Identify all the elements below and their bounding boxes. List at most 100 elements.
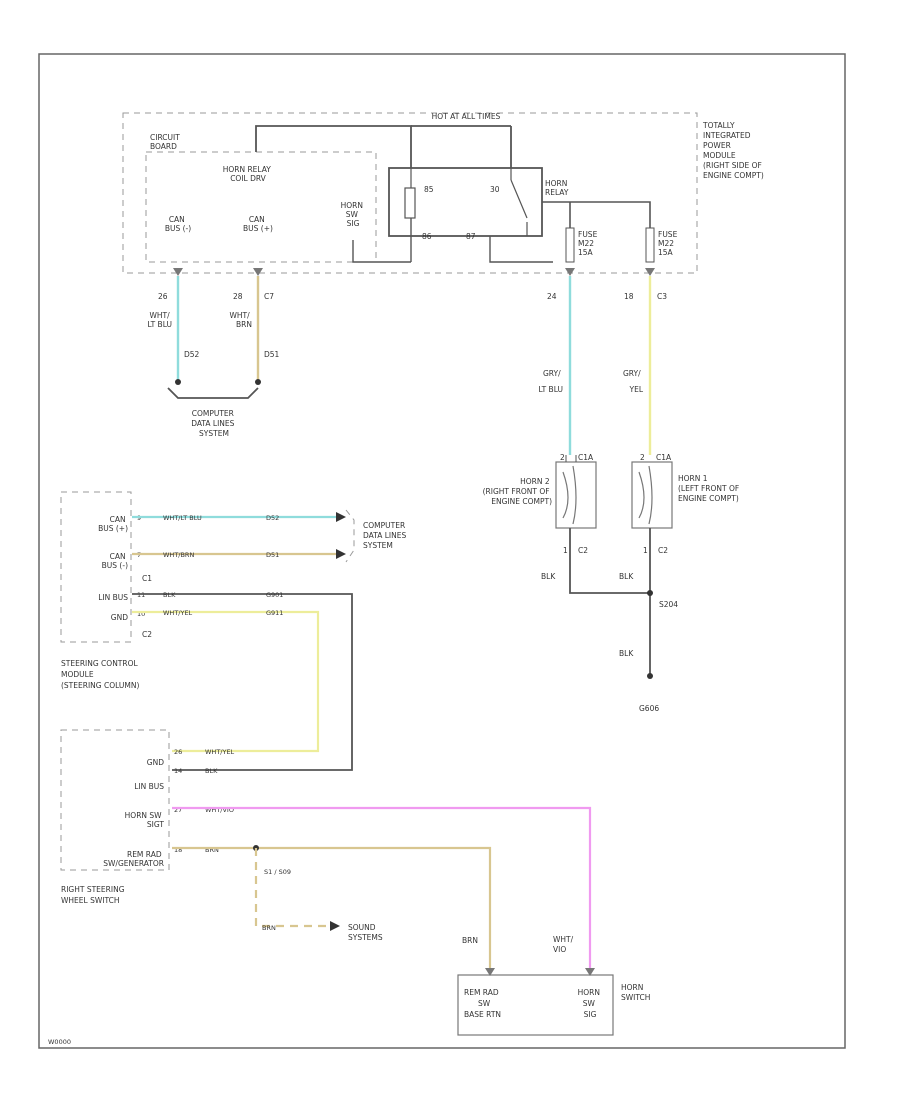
horn-1-pin-1: 1 — [643, 546, 648, 555]
tipm-pin-18: 18 — [624, 292, 634, 301]
horn-switch-rem-label: REM RAD SW BASE RTN — [464, 988, 501, 1019]
conn-marker-3 — [565, 268, 575, 276]
horn-switch-box — [457, 974, 614, 1036]
wire-w2-circuit: D51 — [264, 350, 280, 359]
relay-coil — [404, 187, 416, 219]
ground-g606-dot — [647, 673, 653, 679]
relay-out-loop — [489, 236, 553, 263]
wire-w1-label: WHT/ LT BLU — [147, 311, 172, 329]
tipm-conn-c3: C3 — [657, 292, 667, 301]
rsws-lin-bus-label: LIN BUS — [134, 782, 164, 791]
horn-relay-box — [388, 167, 543, 237]
horn-1-pin-2: 2 — [640, 453, 645, 462]
scm-conn-c2: C2 — [142, 630, 152, 639]
circuit-board-outline — [145, 151, 377, 263]
rsws-wire-5-label: BRN — [262, 924, 276, 932]
horn-2-pin-1: 1 — [563, 546, 568, 555]
horn-switch-brn-label: BRN — [462, 936, 478, 945]
rsws-pin-14: 14 — [174, 767, 182, 775]
hot-bus — [255, 125, 412, 168]
cdl-top-dot-2 — [255, 379, 261, 385]
conn-marker-1 — [173, 268, 183, 276]
scm-wire-1-label: WHT/LT BLU — [163, 514, 202, 522]
cdl-top-dot-1 — [175, 379, 181, 385]
tipm-outline — [122, 112, 698, 274]
hot-label: HOT AT ALL TIMES — [432, 112, 501, 121]
rsws-horn-sw-label: HORN SW SIGT — [125, 811, 165, 829]
wire-w3-label: GRY/ LT BLU — [538, 369, 563, 394]
rsws-wire-3-label: WHT/VIO — [205, 806, 234, 814]
horn-2-conn-a: C1A — [578, 453, 594, 462]
scm-wire-2-circuit: D51 — [266, 551, 279, 559]
conn-marker-2 — [253, 268, 263, 276]
tipm-description: TOTALLY INTEGRATED POWER MODULE (RIGHT S… — [702, 121, 764, 180]
rsws-gnd-label: GND — [147, 758, 164, 767]
relay-to-fuses — [542, 201, 651, 228]
scm-wire-4-label: WHT/YEL — [163, 609, 193, 617]
scm-wire-3-label: BLK — [163, 591, 176, 599]
fuse-1 — [565, 227, 575, 263]
rsws-pin-27: 27 — [174, 806, 182, 814]
horn-1-conn-a: C1A — [656, 453, 672, 462]
rsws-pin-18: 18 — [174, 846, 182, 854]
wire-wht-vio — [172, 806, 592, 970]
horn-gnd-wire-label-lower: BLK — [619, 649, 634, 658]
horn-switch-marker-1 — [485, 968, 495, 976]
can-plus-label: CAN BUS (+) — [243, 215, 273, 233]
cdl-top-label: COMPUTER DATA LINES SYSTEM — [191, 409, 237, 438]
sound-arrow — [330, 921, 340, 931]
rsws-wire-2-label: BLK — [205, 767, 218, 775]
wire-brn-remote — [172, 846, 492, 970]
circuit-board-label: CIRCUIT BOARD — [150, 133, 182, 151]
pin-85: 85 — [424, 185, 434, 194]
horn-2-ground-wire — [569, 528, 650, 594]
horn-1-conn-b: C2 — [658, 546, 668, 555]
horn-1-shape — [638, 465, 653, 525]
horn-2-shape — [562, 465, 577, 525]
scm-name: STEERING CONTROL MODULE (STEERING COLUMN… — [61, 659, 140, 690]
diagram-frame — [38, 53, 846, 1049]
ground-g606-label: G606 — [639, 704, 659, 713]
horn-2 — [555, 455, 597, 529]
wire-scm-gnd — [132, 610, 320, 753]
rsws-wire-1-label: WHT/YEL — [205, 748, 235, 756]
horn-sw-sig-label: HORN SW SIG — [341, 201, 366, 228]
horn-2-gnd-wire-label: BLK — [541, 572, 556, 581]
rsws-pin-26: 26 — [174, 748, 182, 756]
relay-name: HORN RELAY — [545, 179, 570, 197]
coil-to-horn-sig — [352, 240, 411, 263]
wire-w4-label: GRY/ YEL — [623, 369, 644, 394]
sound-systems-label: SOUND SYSTEMS — [348, 923, 383, 942]
horn-2-label: HORN 2 (RIGHT FRONT OF ENGINE COMPT) — [483, 477, 552, 506]
wire-scm-lin-bus — [132, 593, 353, 771]
scm-wire-2-label: WHT/BRN — [163, 551, 194, 559]
splice-s204-label: S204 — [659, 600, 678, 609]
scm-lin-bus-label: LIN BUS — [98, 593, 128, 602]
cdl-mid-arrow-2 — [336, 549, 346, 559]
fuse-2-label: FUSE M22 15A — [658, 230, 680, 257]
page-code: W0000 — [48, 1038, 71, 1046]
tipm-conn-c7: C7 — [264, 292, 274, 301]
scm-can-plus-label: CAN BUS (+) — [98, 515, 128, 533]
tipm-pin-26: 26 — [158, 292, 168, 301]
can-minus-label: CAN BUS (-) — [165, 215, 191, 233]
scm-outline — [60, 491, 132, 643]
splice-s204-dot — [647, 590, 653, 596]
relay-contact — [510, 179, 528, 219]
conn-marker-4 — [645, 268, 655, 276]
pin-87: 87 — [466, 232, 476, 241]
scm-gnd-label: GND — [111, 613, 128, 622]
cdl-mid-bracket — [345, 509, 355, 563]
horn-switch-vio-label: WHT/ VIO — [553, 935, 576, 954]
tipm-pin-24: 24 — [547, 292, 557, 301]
pin-30: 30 — [490, 185, 500, 194]
rsws-wire-4-label: BRN — [205, 846, 219, 854]
scm-pin-11: 11 — [137, 591, 145, 599]
tipm-module: HOT AT ALL TIMES 85 86 30 87 HORN RELAY … — [122, 112, 764, 276]
scm-can-minus-label: CAN BUS (-) — [102, 552, 128, 570]
wire-w1-circuit: D52 — [184, 350, 200, 359]
horn-switch-name: HORN SWITCH — [621, 983, 650, 1002]
scm-conn-c1: C1 — [142, 574, 152, 583]
horn-2-pin-2: 2 — [560, 453, 565, 462]
